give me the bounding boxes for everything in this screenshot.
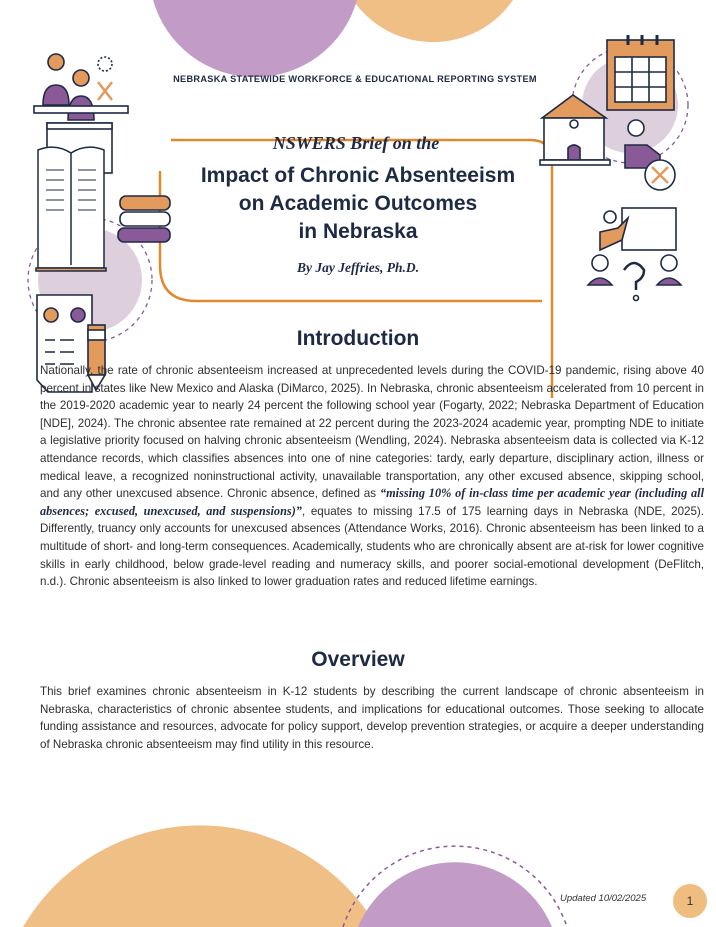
author-byline: By Jay Jeffries, Ph.D. <box>297 260 419 275</box>
teacher-question-icon <box>586 207 683 302</box>
updated-date: Updated 10/02/2025 <box>560 893 647 904</box>
overview-paragraph: This brief examines chronic absenteeism … <box>40 685 704 751</box>
worksheet-pencil-icon <box>36 294 107 393</box>
bottom-purple-circle <box>358 862 552 927</box>
title-line: in Nebraska <box>298 220 418 243</box>
chronic-absence-definition: “missing 10% of in-class time per academ… <box>40 486 704 518</box>
school-building-icon <box>539 94 611 166</box>
introduction-paragraph: Nationally, the rate of chronic absentee… <box>40 362 704 591</box>
introduction-heading: Introduction <box>296 327 420 350</box>
page-number: 1 <box>673 884 707 918</box>
absent-student-icon <box>624 119 676 191</box>
brief-label: NSWERS Brief on the <box>272 133 440 153</box>
organization-name-text: NEBRASKA STATEWIDE WORKFORCE & EDUCATION… <box>173 74 537 84</box>
document-title: Impact of Chronic Absenteeism on Academi… <box>160 162 556 246</box>
organization-name: NEBRASKA STATEWIDE WORKFORCE & EDUCATION… <box>0 74 716 84</box>
open-book-icon <box>35 146 107 272</box>
top-orange-circle <box>353 0 513 43</box>
intro-text-continued: , equates to missing 17.5 of 175 learnin… <box>40 504 704 589</box>
title-line: Impact of Chronic Absenteeism <box>200 164 516 187</box>
bottom-dashed-circle <box>342 845 568 927</box>
title-line: on Academic Outcomes <box>238 192 478 215</box>
overview-heading: Overview <box>311 648 405 671</box>
top-purple-circle <box>153 0 357 78</box>
book-stack-icon <box>117 195 171 243</box>
calendar-icon <box>606 35 675 111</box>
bottom-orange-circle <box>23 825 377 927</box>
intro-text: Nationally, the rate of chronic absentee… <box>40 364 704 501</box>
